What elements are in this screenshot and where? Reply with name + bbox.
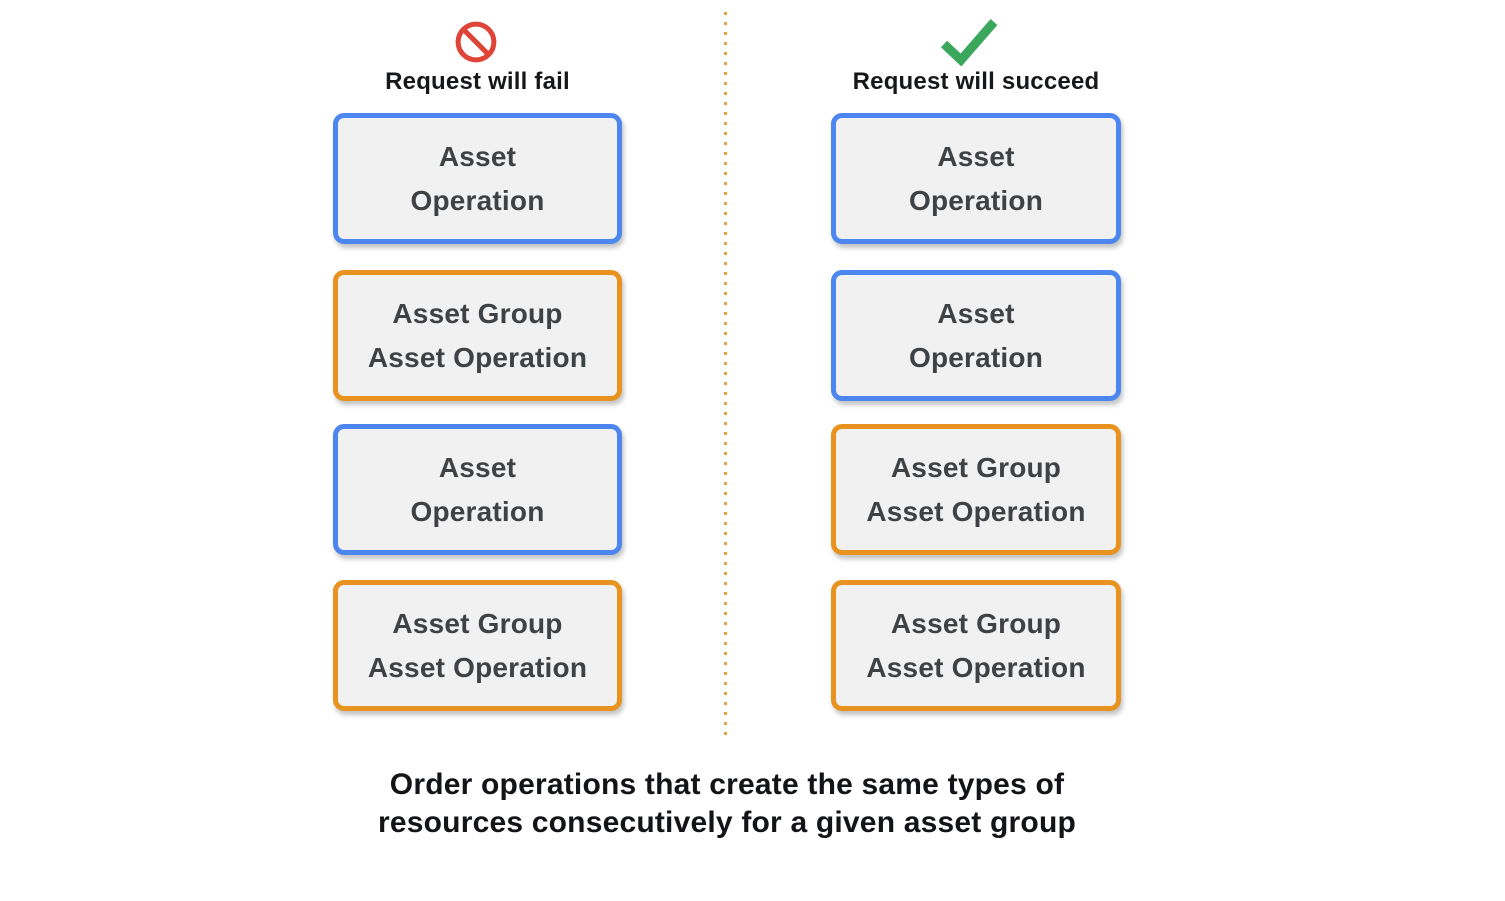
box-label-line2: Operation [410, 495, 545, 527]
box-label-line2: Operation [908, 341, 1044, 373]
asset-group-asset-operation-box: Asset Group Asset Operation [333, 580, 622, 711]
box-label-line2: Asset Operation [866, 651, 1086, 683]
caption-line2: resources consecutively for a given asse… [378, 806, 1076, 839]
box-label-line1: Asset [438, 451, 517, 483]
asset-group-asset-operation-box: Asset Group Asset Operation [333, 270, 622, 401]
caption-line1: Order operations that create the same ty… [389, 768, 1065, 801]
box-label-line1: Asset Group [890, 607, 1062, 639]
box-label-line1: Asset Group [890, 451, 1062, 483]
asset-group-asset-operation-box: Asset Group Asset Operation [831, 424, 1121, 555]
box-label-line2: Asset Operation [367, 341, 588, 373]
fail-column-header: Request will fail [385, 68, 570, 95]
box-label-line1: Asset [937, 297, 1015, 329]
check-icon [938, 16, 1000, 67]
box-label-line2: Operation [908, 184, 1044, 216]
box-label-line1: Asset [438, 140, 517, 172]
asset-operation-box: Asset Operation [831, 113, 1121, 244]
box-label-line2: Asset Operation [367, 651, 588, 683]
box-label-line2: Operation [410, 184, 545, 216]
succeed-column-header: Request will succeed [852, 68, 1100, 95]
box-label-line2: Asset Operation [866, 495, 1086, 527]
asset-operation-box: Asset Operation [831, 270, 1121, 401]
diagram-caption: Order operations that create the same ty… [252, 766, 1202, 842]
dotted-divider [724, 12, 727, 739]
box-label-line1: Asset [937, 140, 1015, 172]
box-label-line1: Asset Group [392, 607, 563, 639]
asset-operation-box: Asset Operation [333, 424, 622, 555]
box-label-line1: Asset Group [392, 297, 563, 329]
no-entry-icon [454, 20, 498, 64]
asset-operation-box: Asset Operation [333, 113, 622, 244]
asset-group-asset-operation-box: Asset Group Asset Operation [831, 580, 1121, 711]
